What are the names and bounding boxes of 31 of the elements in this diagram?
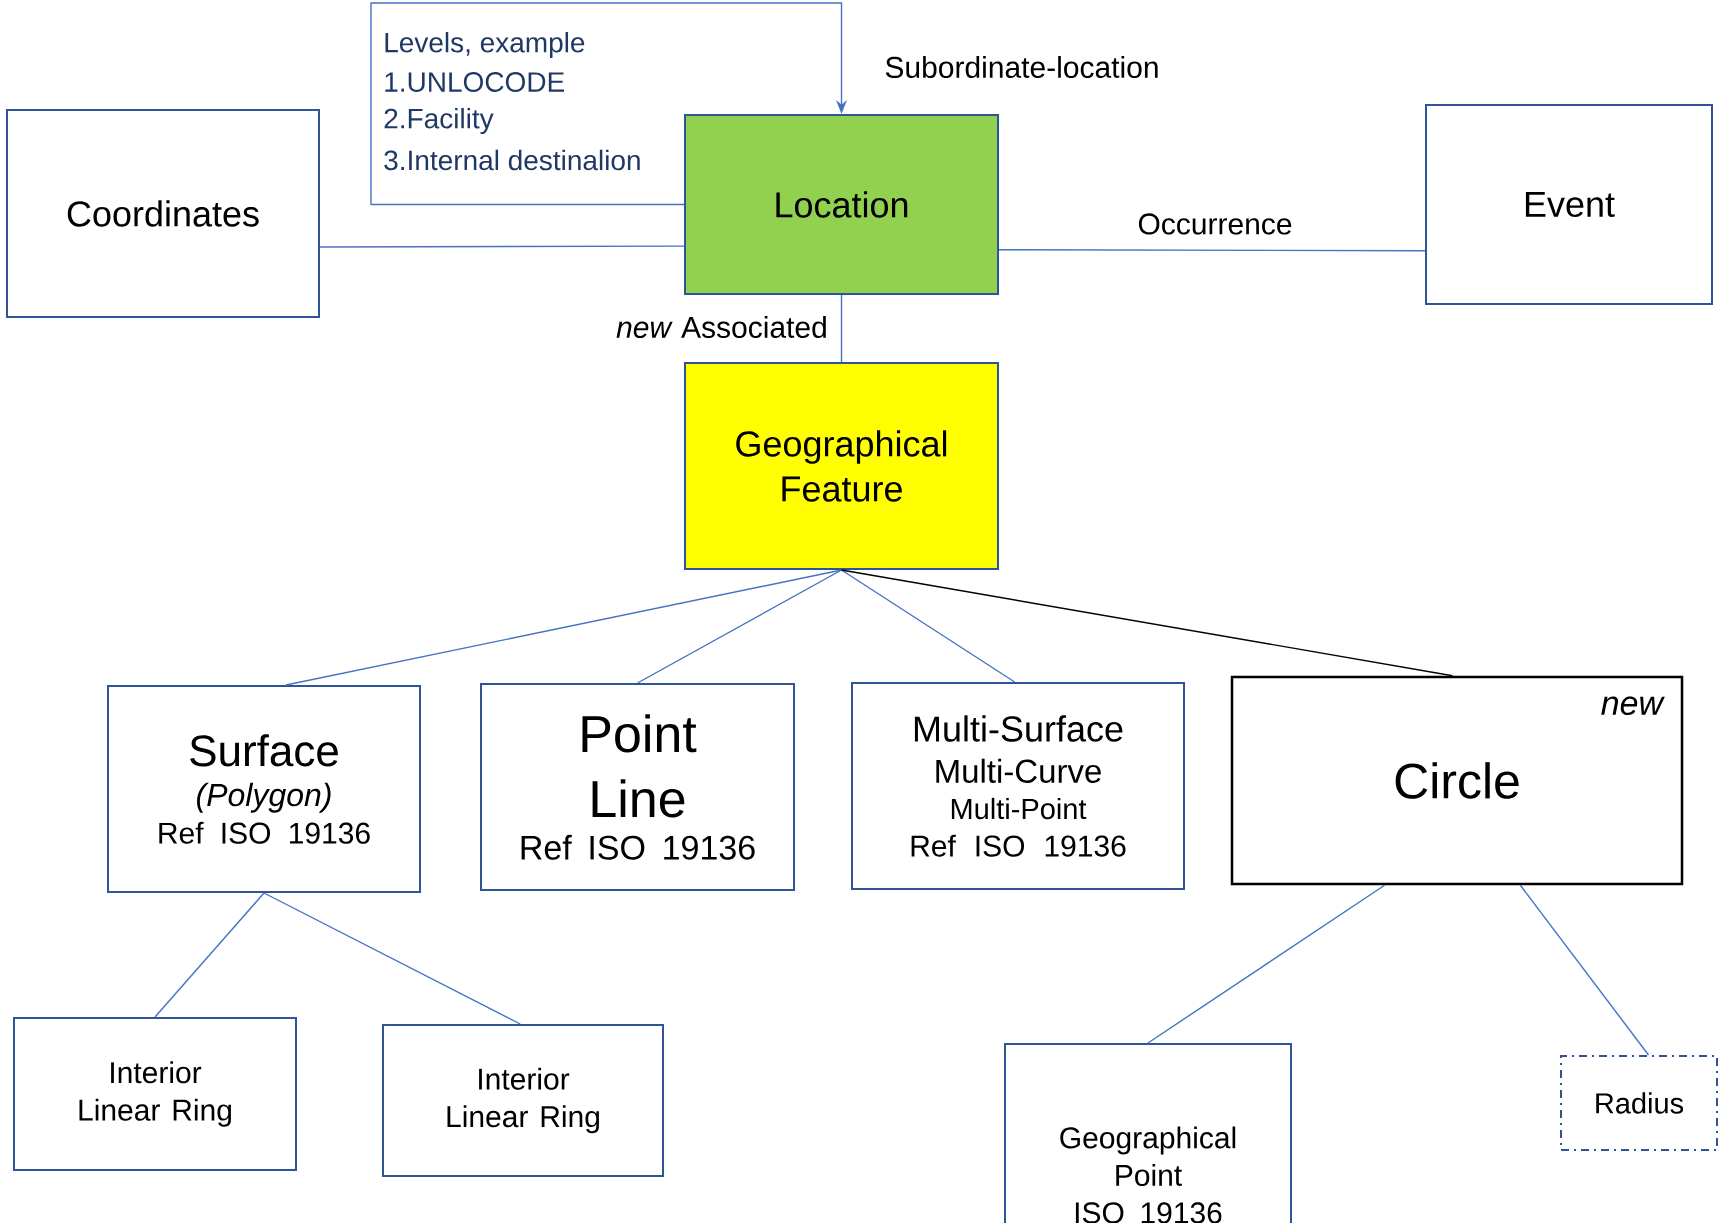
entity-box: Geographical Feature	[684, 362, 999, 570]
connector	[840, 294, 843, 363]
note-text: Levels, example	[385, 31, 585, 59]
connector	[840, 569, 1016, 683]
entity-box: Event	[1425, 104, 1713, 305]
entity-box: Surface (Polygon) Ref ISO 19136	[107, 685, 421, 893]
entity-box: Point Line Ref ISO 19136	[480, 683, 795, 891]
entity-box: Coordinates	[6, 109, 320, 318]
note-text: 2.Facility	[384, 107, 494, 135]
connector	[154, 892, 265, 1018]
entity-box: Multi-Surface Multi-Curve Multi-Point Ref ISO 19136	[851, 682, 1185, 890]
note-text: 1.UNLOCODE	[385, 72, 565, 92]
connector	[840, 569, 1454, 677]
entity-box: Geographical Point ISO 19136	[1004, 1043, 1292, 1223]
connector	[636, 569, 843, 684]
edge-label: new Associated	[614, 314, 830, 340]
entity-box: Circle new	[1230, 675, 1684, 886]
connector	[1147, 884, 1386, 1044]
entity-box: Location	[684, 114, 999, 295]
edge-label: Subordinate-location	[882, 54, 1162, 80]
attribute-box: Radius	[1560, 1055, 1718, 1151]
entity-box: Interior Linear Ring	[382, 1024, 664, 1177]
connector	[370, 2, 848, 206]
connector	[319, 245, 685, 248]
note-text: 3.Internal destinalion	[384, 149, 640, 171]
edge-label: Occurrence	[1135, 211, 1295, 237]
connector	[998, 249, 1426, 252]
entity-box: Interior Linear Ring	[13, 1017, 297, 1171]
connector	[263, 892, 521, 1025]
connector	[1519, 884, 1650, 1056]
connector	[285, 569, 843, 686]
